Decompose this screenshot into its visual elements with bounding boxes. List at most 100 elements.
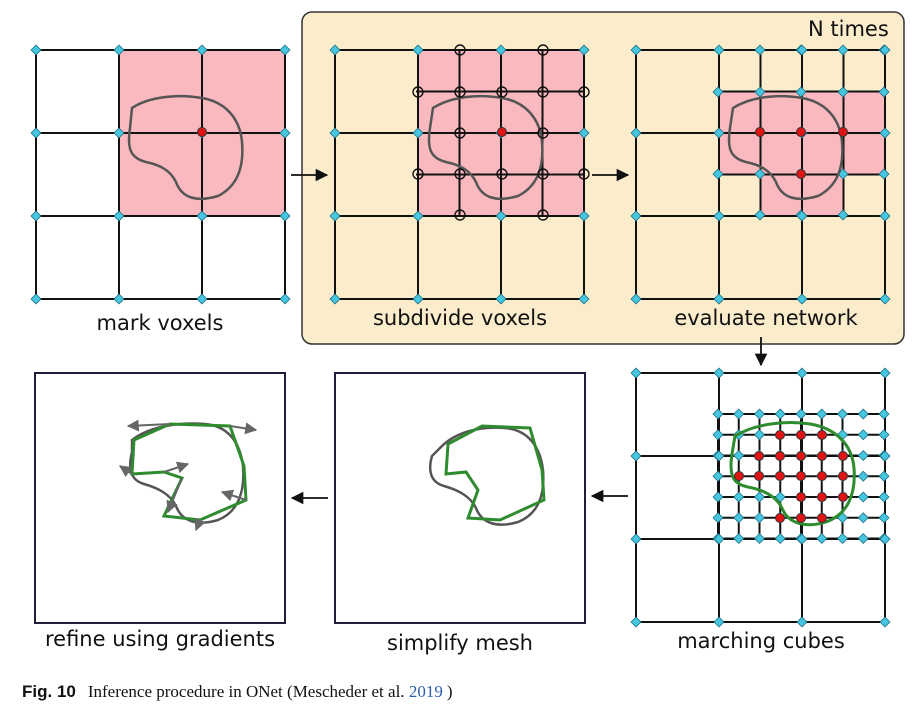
grid-node — [713, 127, 725, 139]
grid-node — [754, 168, 766, 180]
grid-node — [578, 293, 590, 305]
grid-node — [495, 293, 507, 305]
grid-node — [279, 127, 291, 139]
grid-node — [630, 367, 642, 379]
grid-node — [753, 491, 766, 503]
grid-node — [857, 449, 869, 462]
grid-node — [495, 44, 507, 56]
occupied-point — [775, 451, 785, 461]
grid-node — [878, 491, 890, 503]
grid-node — [329, 293, 341, 305]
grid-node — [113, 293, 125, 305]
occupied-point — [796, 451, 806, 461]
query-point — [578, 86, 590, 98]
grid-node — [630, 533, 642, 545]
shape-contour — [727, 94, 844, 200]
grid-node — [774, 408, 786, 420]
grid-node — [878, 168, 890, 180]
grid-node — [836, 532, 849, 545]
panel-simplify-mesh: simplify mesh — [334, 372, 586, 655]
grid-node — [879, 450, 891, 462]
grid-node — [279, 293, 291, 305]
grid-node — [879, 367, 891, 379]
grid-node — [713, 293, 725, 305]
occupied-point — [734, 471, 744, 481]
grid-node — [495, 210, 507, 222]
occupied-point — [838, 451, 848, 461]
grid-node — [713, 450, 725, 462]
process-arrows — [290, 168, 768, 505]
grid-node — [630, 127, 642, 139]
grid-node — [713, 367, 725, 379]
query-point — [412, 168, 424, 180]
grid-node — [857, 532, 869, 545]
grid-node — [879, 127, 891, 139]
occupied-point — [796, 492, 806, 502]
grid-node — [113, 127, 125, 139]
grid-node — [196, 210, 208, 222]
occupied-point — [796, 471, 806, 481]
caption-year-link[interactable]: 2019 — [409, 682, 443, 701]
panel-label-simplify-mesh: simplify mesh — [387, 631, 533, 655]
grid-node — [857, 470, 869, 482]
grid-node — [878, 86, 890, 98]
grid-node — [753, 408, 766, 420]
grid-node — [816, 408, 828, 420]
grid-node — [879, 293, 891, 305]
grid-node — [857, 429, 869, 441]
panel-frame — [334, 372, 586, 624]
grid-node — [412, 44, 424, 56]
grid-node — [329, 127, 341, 139]
occupied-point — [754, 471, 764, 481]
occupied-point — [754, 451, 764, 461]
grid-node — [753, 429, 766, 441]
panel-label-subdivide-voxels: subdivide voxels — [373, 306, 547, 330]
shape-contour — [729, 421, 856, 527]
grid-node — [712, 470, 724, 482]
grid-node — [630, 44, 642, 56]
grid-node — [329, 44, 341, 56]
grid-node — [796, 367, 808, 379]
panel-label-mark-voxels: mark voxels — [97, 311, 224, 335]
occupied-point — [775, 513, 785, 523]
occupied-point — [775, 471, 785, 481]
grid-node — [279, 44, 291, 56]
grid-node — [630, 210, 642, 222]
grid-node — [329, 210, 341, 222]
grid-node — [733, 449, 745, 462]
grid-node — [837, 44, 849, 56]
grid-node — [30, 293, 42, 305]
grid-node — [578, 127, 590, 139]
panel-label-marching-cubes: marching cubes — [677, 629, 845, 653]
figure-caption: Fig. 10 Inference procedure in ONet (Mes… — [22, 682, 452, 701]
grid-node — [113, 44, 125, 56]
grid-node — [630, 293, 642, 305]
grid-node — [879, 44, 891, 56]
grid-node — [837, 86, 849, 98]
grid-node — [712, 86, 724, 98]
occupied-point — [497, 127, 507, 137]
grid-node — [753, 512, 766, 524]
loop-label: N times — [808, 17, 889, 41]
grid-node — [796, 616, 808, 628]
query-point — [537, 44, 549, 56]
caption-label: Fig. 10 — [22, 682, 76, 701]
grid-node — [30, 210, 42, 222]
grid-node — [836, 408, 849, 420]
grid-node — [713, 616, 725, 628]
grid-node — [733, 512, 745, 524]
grid-node — [733, 491, 745, 503]
grid-node — [713, 533, 725, 545]
query-point — [496, 168, 508, 180]
grid-node — [816, 532, 828, 545]
query-point — [412, 86, 424, 98]
grid-node — [796, 44, 808, 56]
query-point — [454, 127, 466, 139]
grid-node — [712, 512, 724, 524]
query-point — [537, 209, 549, 221]
grid-node — [795, 86, 807, 98]
grid-node — [796, 293, 808, 305]
grid-node — [879, 533, 891, 545]
grid-node — [879, 210, 891, 222]
